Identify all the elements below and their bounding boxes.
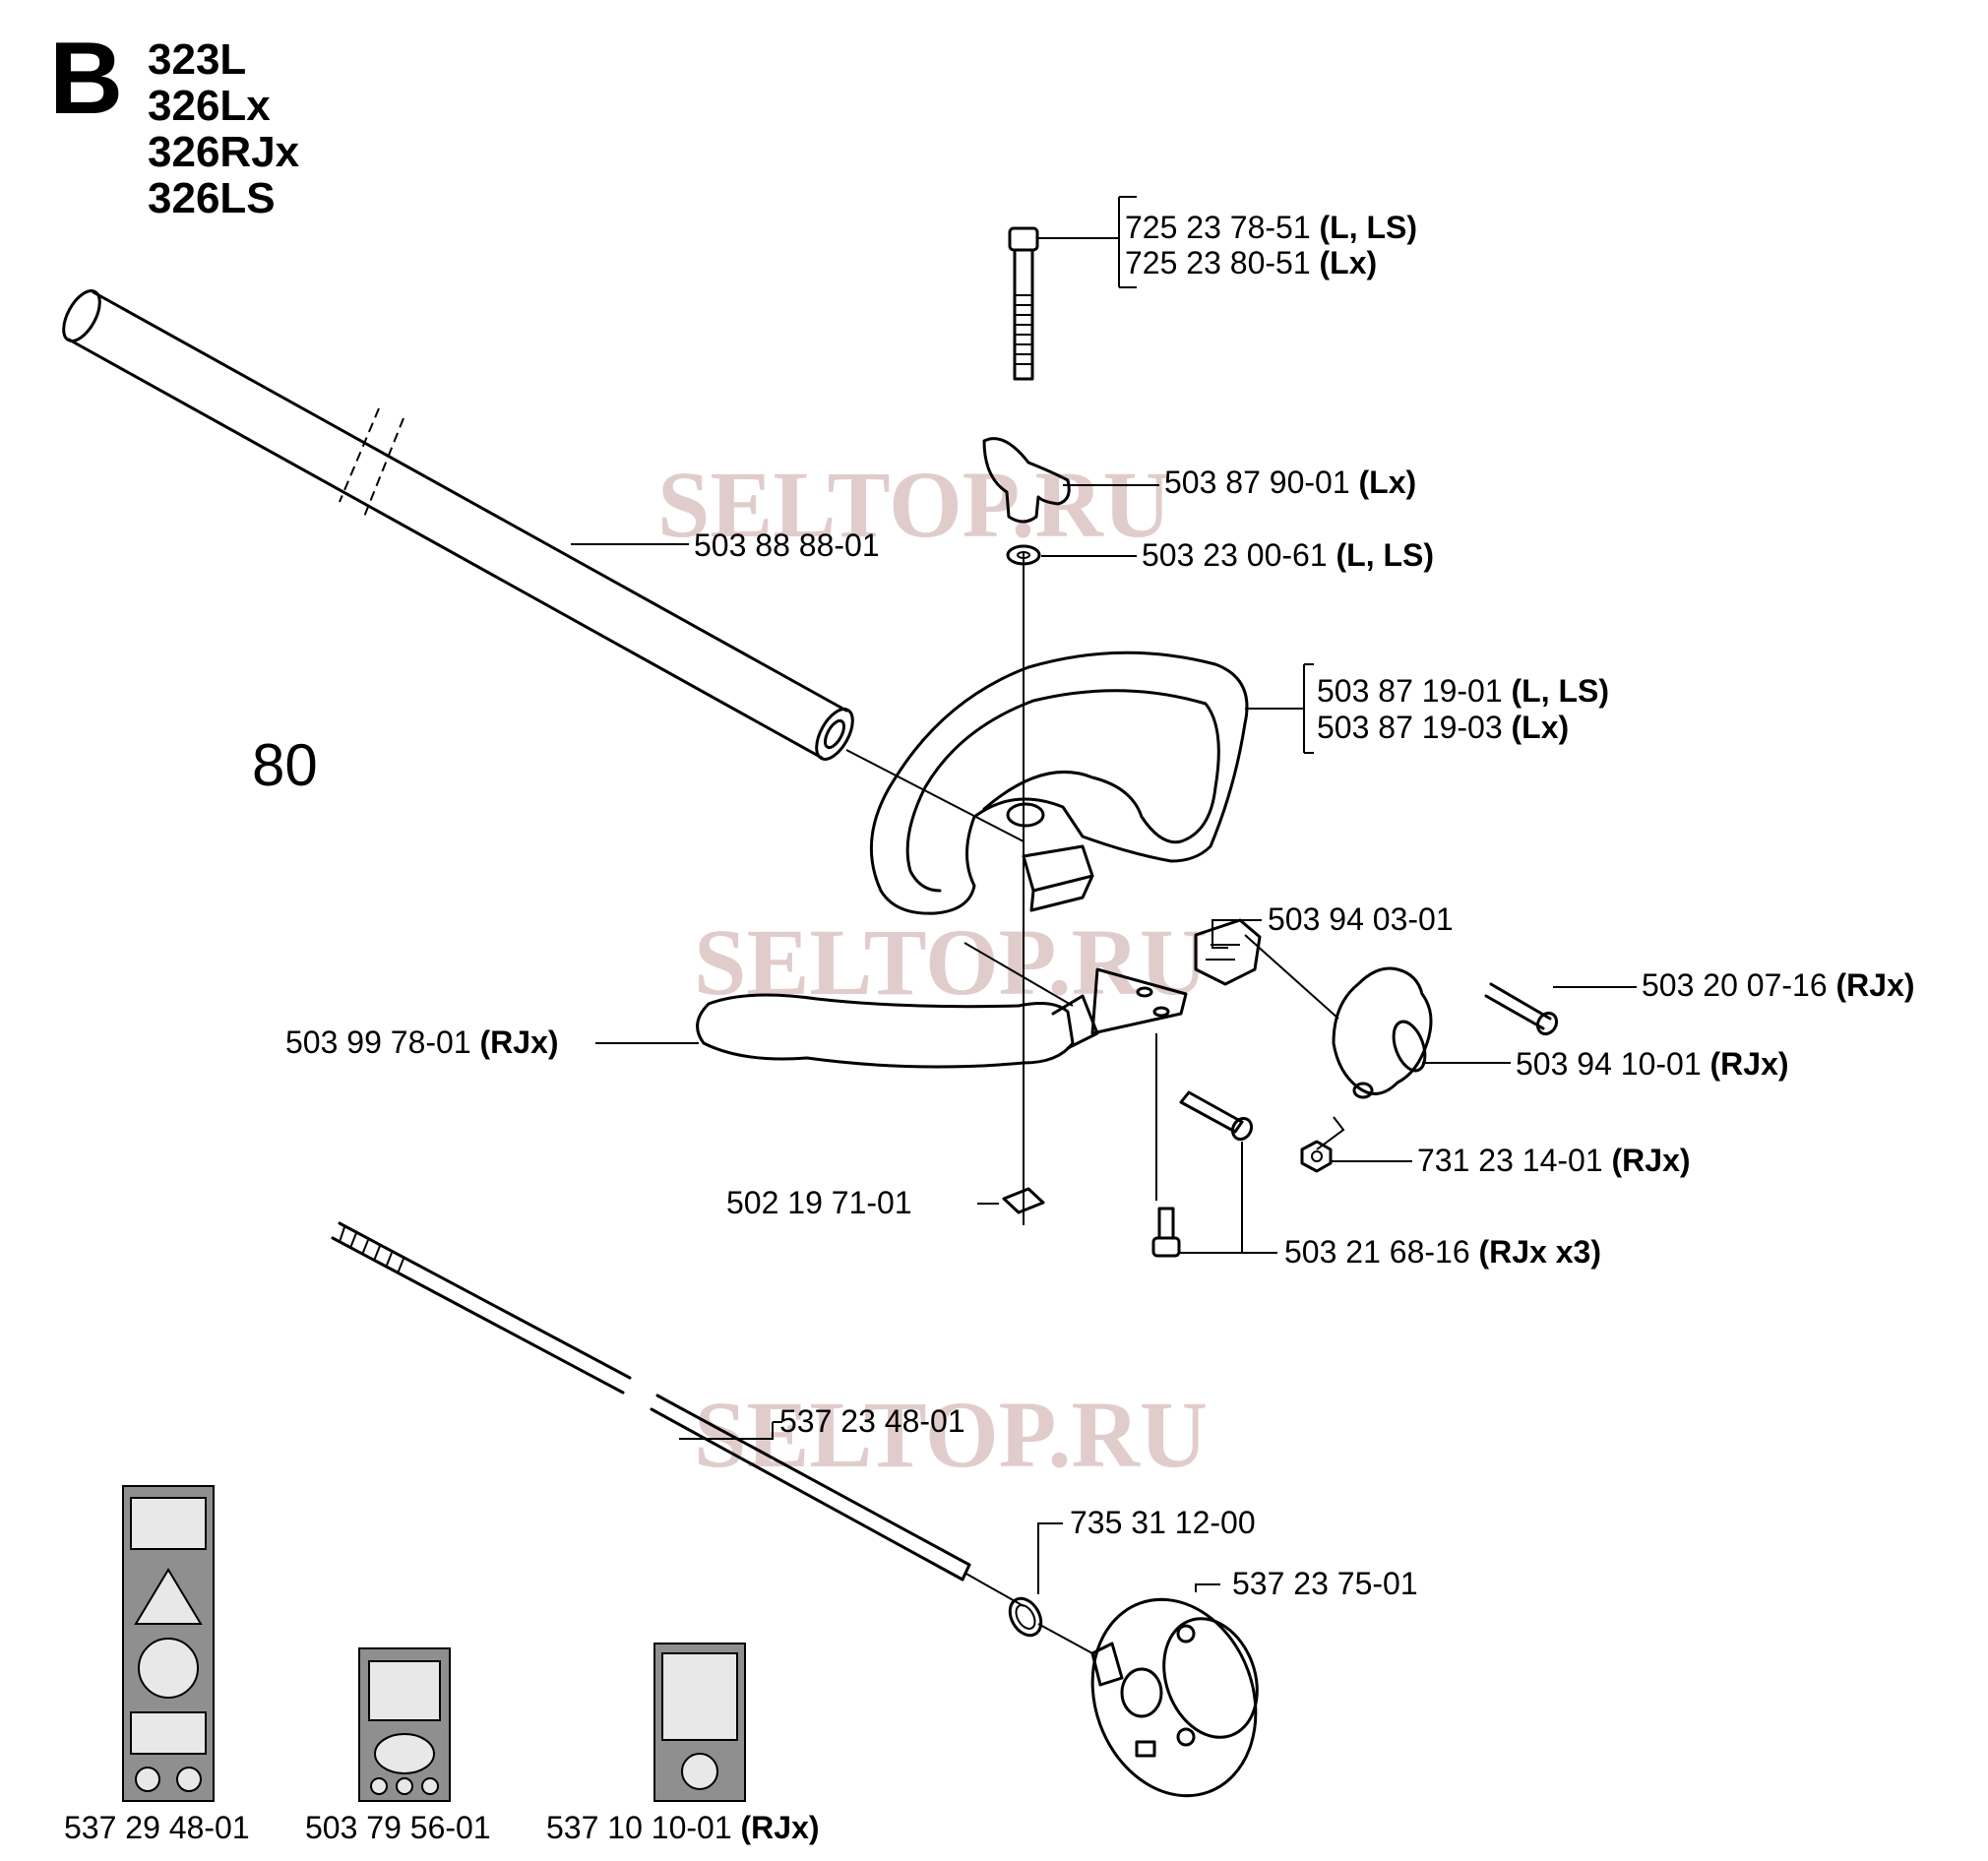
leader-lines <box>571 196 1637 1594</box>
watermark-3: SELTOP.RU <box>694 1382 1208 1487</box>
label-decal-3: 537 10 10-01 (RJx) <box>546 1810 820 1845</box>
decal-2-drawing <box>358 1647 451 1802</box>
label-screw-rjx: 503 20 07-16 (RJx) <box>1642 967 1915 1003</box>
model-2: 326Lx <box>148 82 271 130</box>
label-square-nut: 502 19 71-01 <box>726 1185 912 1220</box>
square-nut-drawing <box>1002 1187 1045 1214</box>
label-drive-shaft: 537 23 48-01 <box>779 1403 965 1439</box>
o-ring-drawing <box>1008 1596 1043 1638</box>
label-o-ring: 735 31 12-00 <box>1070 1505 1256 1540</box>
bolt-drawing <box>1008 226 1039 381</box>
shaft-tube-drawing <box>62 289 1025 842</box>
label-decal-1: 537 29 48-01 <box>64 1810 250 1845</box>
decal-3-drawing <box>653 1643 746 1802</box>
watermark-1: SELTOP.RU <box>657 452 1171 557</box>
loop-handle-drawing <box>869 651 1249 915</box>
label-bolt-lx: 725 23 80-51 (Lx) <box>1125 245 1377 280</box>
model-1: 323L <box>148 35 246 84</box>
label-washer: 503 23 00-61 (L, LS) <box>1142 537 1434 573</box>
clutch-drum-drawing <box>1037 1597 1259 1798</box>
model-3: 326RJx <box>148 128 300 176</box>
label-spacer: 503 94 03-01 <box>1268 901 1454 937</box>
wing-knob-drawing <box>982 437 1071 524</box>
washer-drawing <box>1006 544 1041 566</box>
nut-drawing <box>1300 1140 1333 1173</box>
j-handle-drawing <box>696 942 1188 1069</box>
label-clutch-drum: 537 23 75-01 <box>1232 1566 1418 1601</box>
model-4: 326LS <box>148 174 276 222</box>
label-loop-handle: 503 87 19-01 (L, LS) <box>1317 673 1609 709</box>
watermark-2: SELTOP.RU <box>694 909 1208 1015</box>
page-number: 80 <box>252 732 318 798</box>
section-letter: B <box>49 22 123 136</box>
label-nut: 731 23 14-01 (RJx) <box>1417 1143 1691 1178</box>
drive-shaft-drawing <box>331 1221 1025 1607</box>
label-bolt: 725 23 78-51 (L, LS) <box>1125 210 1417 245</box>
screw-rjx-drawing <box>1484 982 1559 1036</box>
label-wing-knob: 503 87 90-01 (Lx) <box>1164 465 1416 500</box>
label-bracket: 503 94 10-01 (RJx) <box>1516 1046 1789 1082</box>
screws-x3-drawing <box>1151 1033 1254 1258</box>
label-loop-handle-lx: 503 87 19-03 (Lx) <box>1317 710 1569 745</box>
label-j-handle: 503 99 78-01 (RJx) <box>285 1024 559 1060</box>
label-shaft-tube: 503 88 88-01 <box>694 527 880 563</box>
bracket-drawing <box>1244 934 1433 1099</box>
part-labels: 725 23 78-51 (L, LS) 725 23 80-51 (Lx) 5… <box>64 210 1915 1845</box>
decal-1-drawing <box>122 1485 215 1802</box>
label-decal-2: 503 79 56-01 <box>305 1810 491 1845</box>
label-screws-x3: 503 21 68-16 (RJx x3) <box>1284 1234 1601 1270</box>
